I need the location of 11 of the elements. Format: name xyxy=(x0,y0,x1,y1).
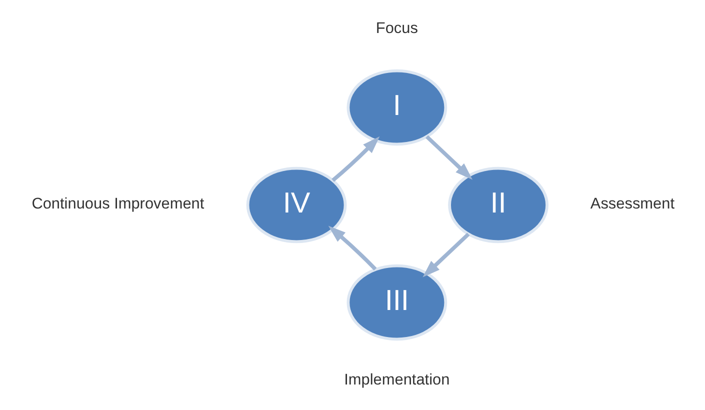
node-label: Assessment xyxy=(590,196,674,213)
arrow xyxy=(328,226,376,270)
node-ellipse: II xyxy=(448,166,548,244)
arrow xyxy=(422,232,470,278)
arrow xyxy=(331,136,380,182)
node-ellipse: I xyxy=(346,69,447,146)
arrow xyxy=(424,135,472,180)
node-label: Continuous Improvement xyxy=(31,196,204,213)
node-label: Implementation xyxy=(344,371,450,388)
node-label: Focus xyxy=(375,20,418,37)
node-ellipse: III xyxy=(346,264,447,341)
